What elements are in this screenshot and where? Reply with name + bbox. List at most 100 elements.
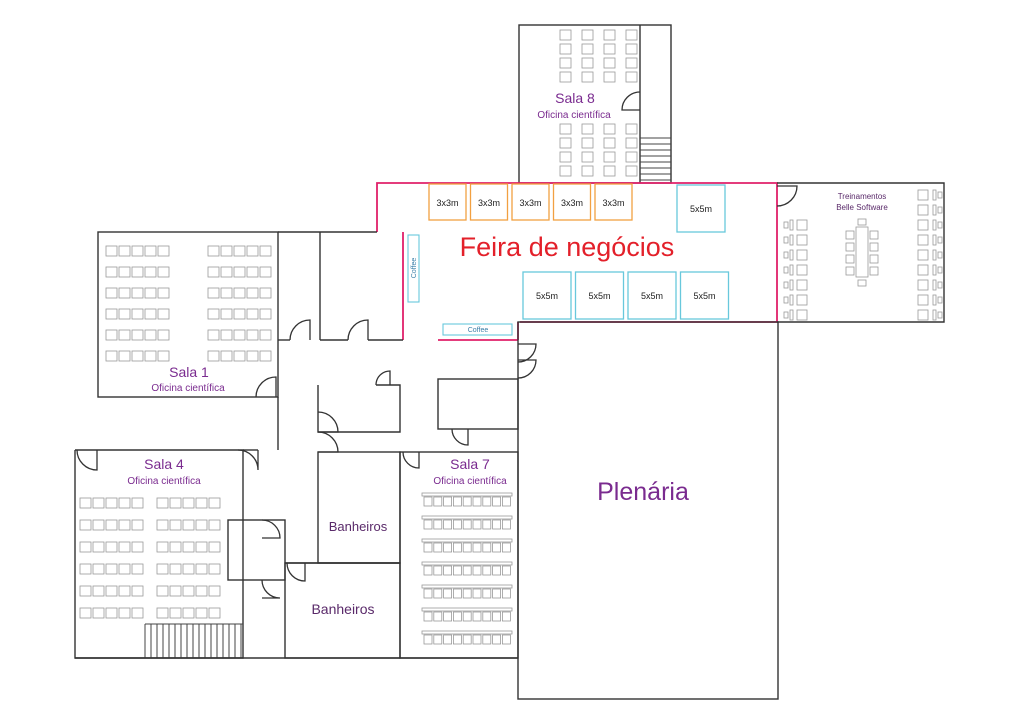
seat: [157, 287, 170, 299]
seat: [625, 71, 638, 83]
door-corridor-2[interactable]: [347, 319, 369, 341]
seat: [501, 611, 511, 622]
room-treinamentos[interactable]: Treinamentos Belle Software: [776, 182, 945, 323]
seat: [182, 585, 195, 597]
door-sala-7[interactable]: [402, 451, 420, 469]
seat: [195, 519, 208, 531]
door-sala-4-left[interactable]: [76, 449, 98, 471]
door-sala-1[interactable]: [255, 376, 277, 398]
treinamentos-line2: Belle Software: [836, 203, 888, 212]
room-sala-8[interactable]: Sala 8 Oficina científica: [518, 24, 672, 184]
seat: [443, 611, 453, 622]
seat: [581, 29, 594, 41]
seats-sala-7: [421, 492, 513, 645]
booth-3x3[interactable]: [511, 183, 550, 221]
seat: [79, 607, 92, 619]
seat: [472, 542, 482, 553]
booth-5x5[interactable]: [627, 271, 677, 320]
booth-5x5[interactable]: [574, 271, 625, 320]
room-banheiros-upper[interactable]: Banheiros: [317, 451, 401, 564]
booth-5x5[interactable]: [522, 271, 572, 320]
booth-3x3[interactable]: [428, 183, 467, 221]
seat: [105, 585, 118, 597]
room-sala-7[interactable]: Sala 7 Oficina científica: [399, 451, 519, 659]
sala-1-name: Sala 1: [169, 364, 209, 380]
coffee-horizontal[interactable]: [442, 323, 513, 336]
booth-5x5-label: 5x5m: [641, 291, 663, 301]
seat: [207, 266, 220, 278]
table-chairs: [845, 218, 879, 287]
row-bar: [421, 607, 513, 612]
seat: [182, 541, 195, 553]
desk: [937, 311, 943, 319]
booth-3x3[interactable]: [469, 183, 509, 221]
door-plenaria-1[interactable]: [517, 343, 537, 363]
booth-3x3[interactable]: [594, 183, 633, 221]
door-sala-7-top[interactable]: [451, 428, 469, 446]
door-treinamentos[interactable]: [776, 185, 798, 207]
seats-sala-1: [105, 245, 272, 362]
desk: [789, 264, 794, 276]
seat: [462, 496, 472, 507]
seat: [169, 607, 182, 619]
seat: [105, 287, 118, 299]
room-sala-1[interactable]: Sala 1 Oficina científica: [97, 231, 279, 398]
booth-3x3[interactable]: [552, 183, 592, 221]
seat: [208, 607, 221, 619]
sala-8-subtitle: Oficina científica: [537, 110, 611, 121]
booth-5x5-top[interactable]: [676, 184, 726, 233]
seat: [220, 308, 233, 320]
door-corridor-1[interactable]: [289, 319, 311, 341]
room-banheiros-lower[interactable]: Banheiros: [284, 562, 401, 659]
door-plenaria-2[interactable]: [517, 359, 537, 379]
seat: [559, 123, 572, 135]
seat: [443, 588, 453, 599]
seat: [625, 165, 638, 177]
door-sala-4-right[interactable]: [237, 449, 259, 471]
seat: [131, 287, 144, 299]
seat: [105, 329, 118, 341]
seat: [472, 519, 482, 530]
sala-4-name: Sala 4: [144, 456, 184, 472]
room-sala-4[interactable]: Sala 4 Oficina científica: [74, 449, 259, 659]
chair: [869, 266, 879, 276]
seat: [92, 563, 105, 575]
seat: [482, 588, 492, 599]
seat: [233, 245, 246, 257]
door-banheiros-lower[interactable]: [286, 562, 306, 582]
door-vestibule-top[interactable]: [375, 370, 391, 386]
feira-title: Feira de negócios: [460, 232, 675, 262]
seat: [156, 519, 169, 531]
seat: [169, 519, 182, 531]
seat: [220, 329, 233, 341]
seat: [581, 71, 594, 83]
door-vestibule-side[interactable]: [317, 411, 339, 433]
desk: [932, 234, 937, 246]
seat: [462, 565, 472, 576]
seat: [131, 541, 144, 553]
door-sala-8[interactable]: [621, 91, 641, 111]
room-plenaria[interactable]: Plenária: [517, 321, 779, 700]
door-vestibule-4-top[interactable]: [261, 519, 281, 539]
seat: [917, 204, 929, 216]
booth-5x5[interactable]: [679, 271, 730, 320]
seat: [131, 350, 144, 362]
seat: [472, 496, 482, 507]
seat: [131, 519, 144, 531]
seat: [423, 565, 433, 576]
seat: [501, 634, 511, 645]
door-banheiros-upper[interactable]: [317, 431, 339, 453]
seat: [501, 519, 511, 530]
chair: [845, 266, 855, 276]
coffee-vertical[interactable]: [407, 234, 420, 303]
door-vestibule-4-bottom[interactable]: [261, 579, 281, 599]
seat: [501, 588, 511, 599]
seat: [259, 245, 272, 257]
seat: [492, 611, 502, 622]
seat: [603, 165, 616, 177]
seats-sala-8: [559, 29, 638, 177]
seat: [917, 264, 929, 276]
